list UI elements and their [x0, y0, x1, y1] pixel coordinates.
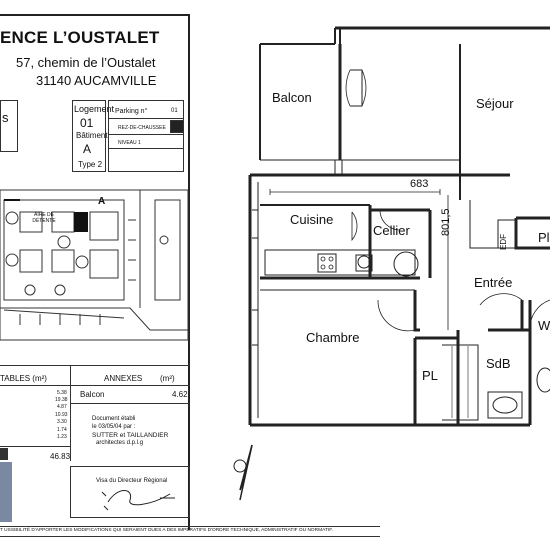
- footer-note: T USSIBILITÉ D'APPORTER LES MODIFICATION…: [0, 528, 333, 533]
- visa-label: Visa du Directeur Régional: [96, 478, 168, 484]
- lot-left-letter: s: [2, 110, 9, 125]
- room-wc: W: [538, 318, 550, 333]
- parking-value: 01: [171, 108, 178, 114]
- room-pl-right: Pl: [538, 230, 550, 245]
- city-line: 31140 AUCAMVILLE: [36, 73, 157, 88]
- room-sejour: Séjour: [476, 96, 514, 111]
- visa-box: [70, 466, 190, 518]
- surface-value-6: 1.74: [57, 427, 67, 433]
- level-rdc: REZ-DE-CHAUSSEE: [118, 125, 166, 131]
- left-edge-mark: [0, 462, 12, 522]
- doc-line2: le 03/05/04 par :: [92, 424, 136, 430]
- annexes-unit: (m²): [160, 374, 175, 383]
- surface-value-2: 19.38: [55, 397, 68, 403]
- batiment-value: A: [83, 142, 92, 156]
- room-pl-bottom: PL: [422, 368, 438, 383]
- parking-level-marker: [170, 120, 184, 133]
- surfaces-total-marker: [0, 448, 8, 460]
- logement-label: Logement: [74, 104, 115, 114]
- type-label: Type 2: [78, 160, 103, 169]
- logement-value: 01: [80, 116, 94, 130]
- room-balcon: Balcon: [272, 90, 312, 105]
- lot-box: [72, 100, 106, 172]
- site-plan-building-label: A: [98, 196, 106, 207]
- surface-value-1: 5.38: [57, 390, 67, 396]
- surfaces-total: 46.83: [50, 452, 71, 461]
- info-panel: [0, 14, 190, 530]
- surfaces-title: TABLES (m²): [0, 374, 47, 383]
- surface-value-3: 4.87: [57, 404, 67, 410]
- floor-plan: [233, 26, 550, 501]
- annex-balcon-label: Balcon: [80, 390, 105, 399]
- residence-title: ENCE L’OUSTALET: [0, 28, 160, 47]
- annexes-title: ANNEXES: [104, 374, 143, 383]
- room-edf: EDF: [499, 234, 508, 250]
- level-n1: NIVEAU 1: [118, 140, 141, 146]
- room-sdb: SdB: [486, 356, 511, 371]
- dimension-width: 683: [410, 178, 429, 190]
- signature: [101, 490, 175, 511]
- doc-line1: Document établi: [92, 416, 136, 422]
- doc-role: architectes d.p.l.g: [96, 440, 144, 446]
- site-plan-aire-label: AIRE DE DÉTENTE: [32, 212, 56, 224]
- site-plan: [0, 189, 189, 341]
- annex-balcon-value: 4.62: [172, 390, 188, 399]
- address-line: 57, chemin de l’Oustalet: [16, 55, 156, 70]
- surface-value-5: 3.30: [57, 419, 67, 425]
- batiment-label: Bâtiment: [76, 131, 108, 140]
- room-cuisine: Cuisine: [290, 212, 334, 227]
- lot-left-cell: [0, 100, 18, 152]
- room-chambre: Chambre: [306, 330, 360, 345]
- room-cellier: Cellier: [373, 223, 410, 238]
- doc-firm: SUTTER et TAILLANDIER: [92, 432, 169, 439]
- parking-box: [108, 100, 184, 172]
- surface-value-4: 10.93: [55, 412, 68, 418]
- room-entree: Entrée: [474, 275, 513, 290]
- surface-value-7: 1.23: [57, 434, 67, 440]
- parking-label: Parking n°: [115, 108, 148, 115]
- dimension-depth: 801,5: [440, 208, 452, 236]
